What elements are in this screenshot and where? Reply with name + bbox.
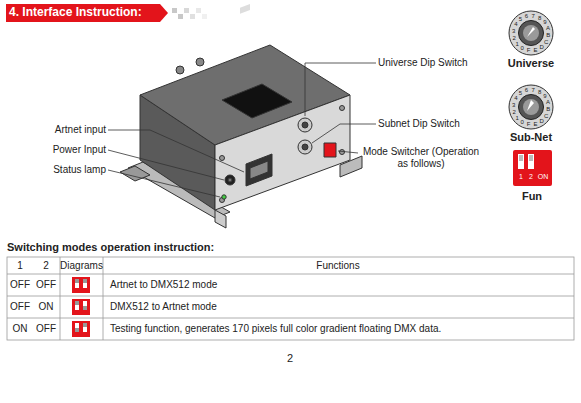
table-cell: Artnet to DMX512 mode xyxy=(110,279,217,291)
dial-digit: 5 xyxy=(519,16,522,22)
callout-label: Status lamp xyxy=(53,164,106,176)
switch-pin: 1 xyxy=(519,173,523,180)
rotary-dial xyxy=(509,11,553,129)
table-grid xyxy=(7,257,574,340)
dial-digit: 4 xyxy=(514,21,517,27)
table-cell: ON xyxy=(13,323,28,335)
table-heading: Switching modes operation instruction: xyxy=(7,241,214,254)
dial-digit: 6 xyxy=(525,13,528,19)
dial-digit: 0 xyxy=(521,119,524,125)
dial-digit: D xyxy=(539,118,543,124)
switch-name: Sub-Net xyxy=(510,131,552,144)
dial-digit: E xyxy=(534,121,538,127)
dial-digit: B xyxy=(546,106,550,112)
dial-digit: B xyxy=(546,32,550,38)
page-number: 2 xyxy=(287,352,293,365)
dial-digit: 8 xyxy=(538,89,541,95)
dial-digit: D xyxy=(539,44,543,50)
dial-digit: 3 xyxy=(512,28,515,34)
switch-pin: 2 xyxy=(529,173,533,180)
table-header: Diagrams xyxy=(60,260,103,272)
table-header: 2 xyxy=(43,260,49,272)
device-illustration xyxy=(120,4,362,228)
dial-digit: 3 xyxy=(512,102,515,108)
dial-digit: E xyxy=(534,47,538,53)
callout-label: Subnet Dip Switch xyxy=(378,118,460,130)
dip-switch-diagram xyxy=(72,277,90,337)
dial-digit: 2 xyxy=(512,35,515,41)
dial-digit: 5 xyxy=(519,90,522,96)
switch-name: Fun xyxy=(522,190,542,203)
table-header: 1 xyxy=(17,260,23,272)
leader-lines xyxy=(108,63,376,197)
table-cell: OFF xyxy=(36,279,56,291)
dial-digit: A xyxy=(546,25,550,31)
table-cell: OFF xyxy=(10,301,30,313)
dial-digit: 2 xyxy=(512,109,515,115)
dial-digit: 4 xyxy=(514,95,517,101)
heading-badge xyxy=(6,4,168,22)
dial-digit: 9 xyxy=(543,93,546,99)
heading-dots xyxy=(172,8,207,19)
dial-digit: 1 xyxy=(515,41,518,47)
dial-digit: A xyxy=(546,99,550,105)
callout-label: Mode Switcher (Operation as follows) xyxy=(359,146,483,170)
table-cell: ON xyxy=(39,301,54,313)
table-header: Functions xyxy=(316,260,359,272)
dial-digit: F xyxy=(527,121,531,127)
table-cell: OFF xyxy=(36,323,56,335)
dial-digit: 7 xyxy=(532,13,535,19)
table-cell: DMX512 to Artnet mode xyxy=(110,301,217,313)
section-heading: 4. Interface Instruction: xyxy=(9,5,142,19)
table-cell: OFF xyxy=(10,279,30,291)
dial-digit: 1 xyxy=(515,115,518,121)
callout-label: Power Input xyxy=(53,144,106,156)
callout-label: Artnet input xyxy=(55,124,106,136)
table-cell: Testing function, generates 170 pixels f… xyxy=(110,323,441,335)
switch-pin: ON xyxy=(538,173,549,180)
callout-label: Universe Dip Switch xyxy=(378,57,467,69)
dial-digit: 6 xyxy=(525,87,528,93)
dial-digit: 8 xyxy=(538,15,541,21)
dial-digit: 0 xyxy=(521,45,524,51)
dial-digit: 9 xyxy=(543,19,546,25)
switch-name: Universe xyxy=(508,57,554,70)
dial-digit: 7 xyxy=(532,87,535,93)
dial-digit: C xyxy=(544,39,548,45)
dial-digit: C xyxy=(544,113,548,119)
dial-digit: F xyxy=(527,47,531,53)
dip-switch xyxy=(513,150,552,186)
